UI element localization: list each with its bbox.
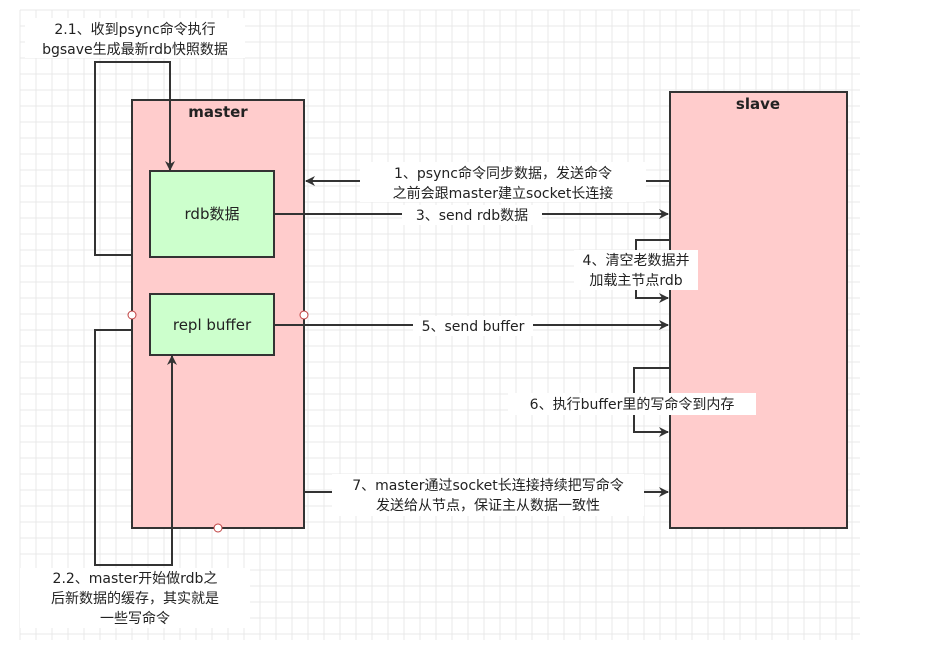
- step1-label-line1: 1、psync命令同步数据，发送命令: [394, 165, 612, 182]
- step2-2-label-line1: 2.2、master开始做rdb之: [53, 571, 218, 587]
- step4-label-line2: 加载主节点rdb: [589, 273, 682, 289]
- step2-2-loop-arrow: [94, 329, 177, 566]
- rdb-data-label: rdb数据: [185, 205, 240, 223]
- rdb-data-box: [149, 170, 275, 258]
- step2-2-label-line3: 一些写命令: [100, 610, 170, 627]
- repl-buffer-label: repl buffer: [173, 316, 252, 334]
- repl-buffer-box: [149, 293, 275, 356]
- step2-1-label-line1: 2.1、收到psync命令执行: [54, 21, 215, 38]
- slave-title: slave: [736, 95, 780, 113]
- master-right-connection-point: [299, 310, 309, 320]
- step5-label: 5、send buffer: [422, 319, 525, 335]
- master-left-connection-point: [127, 310, 137, 320]
- master-bottom-connection-point: [213, 523, 223, 533]
- step4-label-line1: 4、清空老数据并: [583, 253, 690, 269]
- step6-label: 6、执行buffer里的写命令到内存: [530, 396, 735, 413]
- step2-1-label-bg: [25, 18, 245, 58]
- step7-label-bg: [332, 474, 644, 516]
- step7-label-line2: 发送给从节点，保证主从数据一致性: [376, 498, 600, 514]
- step2-2-label-bg: [20, 568, 250, 628]
- step6-label-bg: [508, 393, 756, 415]
- master-title: master: [188, 103, 248, 121]
- step1-label-bg: [360, 162, 646, 202]
- step7-label-line1: 7、master通过socket长连接持续把写命令: [352, 477, 624, 494]
- step3-label: 3、send rdb数据: [416, 208, 528, 224]
- step1-label-line2: 之前会跟master建立socket长连接: [393, 185, 614, 202]
- step2-1-label-line2: bgsave生成最新rdb快照数据: [42, 42, 228, 58]
- step2-2-label-line2: 后新数据的缓存，其实就是: [51, 591, 219, 607]
- step2-1-loop-arrow: [94, 61, 175, 256]
- step5-label-bg: [413, 316, 533, 336]
- step3-label-bg: [402, 205, 542, 225]
- slave-node: [669, 91, 848, 529]
- step4-label-bg: [574, 250, 698, 290]
